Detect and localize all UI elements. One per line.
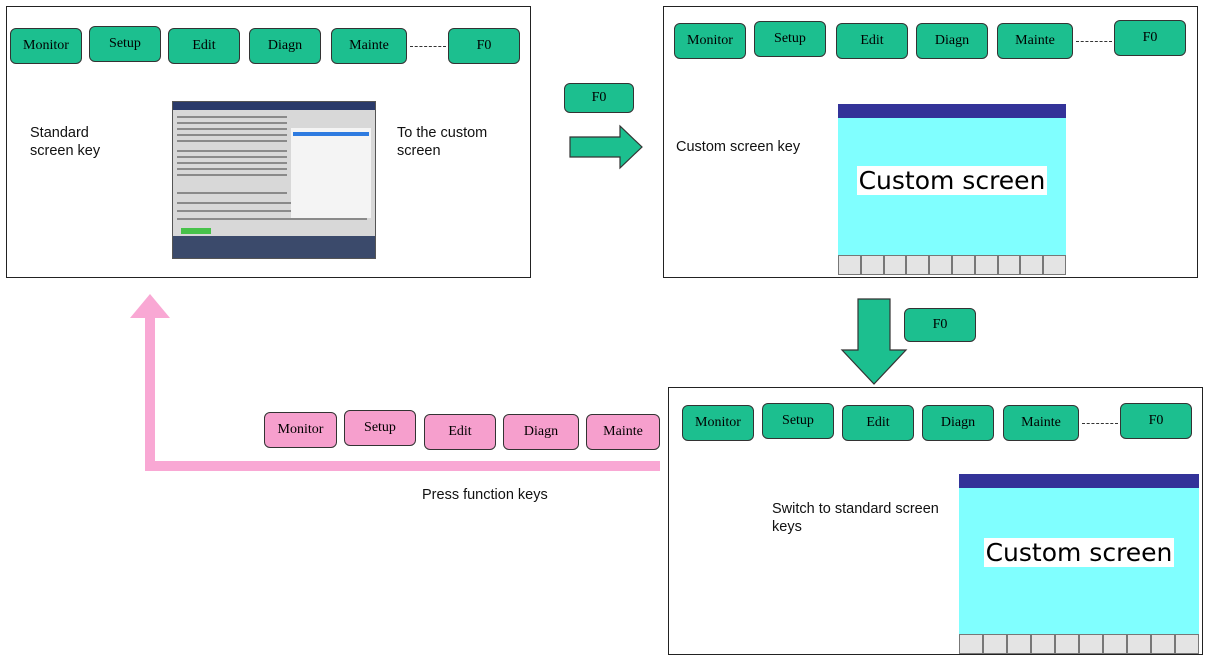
edit-key[interactable]: Edit	[842, 405, 914, 441]
f0-key[interactable]: F0	[448, 28, 520, 64]
edit-key[interactable]: Edit	[836, 23, 908, 59]
custom-screen-title: Custom screen	[983, 538, 1175, 567]
down-arrow	[840, 298, 908, 385]
key-separator-dashes	[1076, 41, 1112, 42]
monitor-key[interactable]: Monitor	[682, 405, 754, 441]
f0-key-transition[interactable]: F0	[564, 83, 634, 113]
setup-key[interactable]: Setup	[762, 403, 834, 439]
key-separator-dashes	[1082, 423, 1118, 424]
press-function-keys-label: Press function keys	[422, 487, 548, 503]
custom-screen-titlebar	[838, 104, 1066, 118]
monitor-key[interactable]: Monitor	[674, 23, 746, 59]
custom-screen-preview: Custom screen	[838, 104, 1066, 275]
standard-screen-thumbnail	[172, 101, 376, 259]
diagn-key[interactable]: Diagn	[503, 414, 579, 450]
mainte-key[interactable]: Mainte	[586, 414, 660, 450]
to-custom-screen-label: To the custom screen	[397, 125, 488, 159]
edit-key[interactable]: Edit	[424, 414, 496, 450]
setup-key[interactable]: Setup	[344, 410, 416, 446]
custom-screen-key-label: Custom screen key	[676, 139, 801, 155]
return-arrow-path	[145, 312, 660, 471]
monitor-key[interactable]: Monitor	[264, 412, 337, 448]
diagn-key[interactable]: Diagn	[922, 405, 994, 441]
custom-screen-titlebar	[959, 474, 1199, 488]
return-arrow-head	[130, 294, 170, 318]
f0-key[interactable]: F0	[1120, 403, 1192, 439]
diagn-key[interactable]: Diagn	[249, 28, 321, 64]
mainte-key[interactable]: Mainte	[331, 28, 407, 64]
custom-screen-title: Custom screen	[856, 166, 1048, 195]
key-separator-dashes	[410, 46, 446, 47]
f0-key-transition[interactable]: F0	[904, 308, 976, 342]
edit-key[interactable]: Edit	[168, 28, 240, 64]
custom-screen-preview: Custom screen	[959, 474, 1199, 654]
setup-key[interactable]: Setup	[754, 21, 826, 57]
standard-screen-key-label: Standard screen key	[30, 125, 101, 159]
mainte-key[interactable]: Mainte	[1003, 405, 1079, 441]
f0-key[interactable]: F0	[1114, 20, 1186, 56]
custom-screen-softkeys	[959, 634, 1199, 654]
right-arrow	[569, 124, 643, 170]
monitor-key[interactable]: Monitor	[10, 28, 82, 64]
setup-key[interactable]: Setup	[89, 26, 161, 62]
diagn-key[interactable]: Diagn	[916, 23, 988, 59]
mainte-key[interactable]: Mainte	[997, 23, 1073, 59]
switch-to-standard-label: Switch to standard screen keys	[772, 501, 939, 535]
custom-screen-softkeys	[838, 255, 1066, 275]
